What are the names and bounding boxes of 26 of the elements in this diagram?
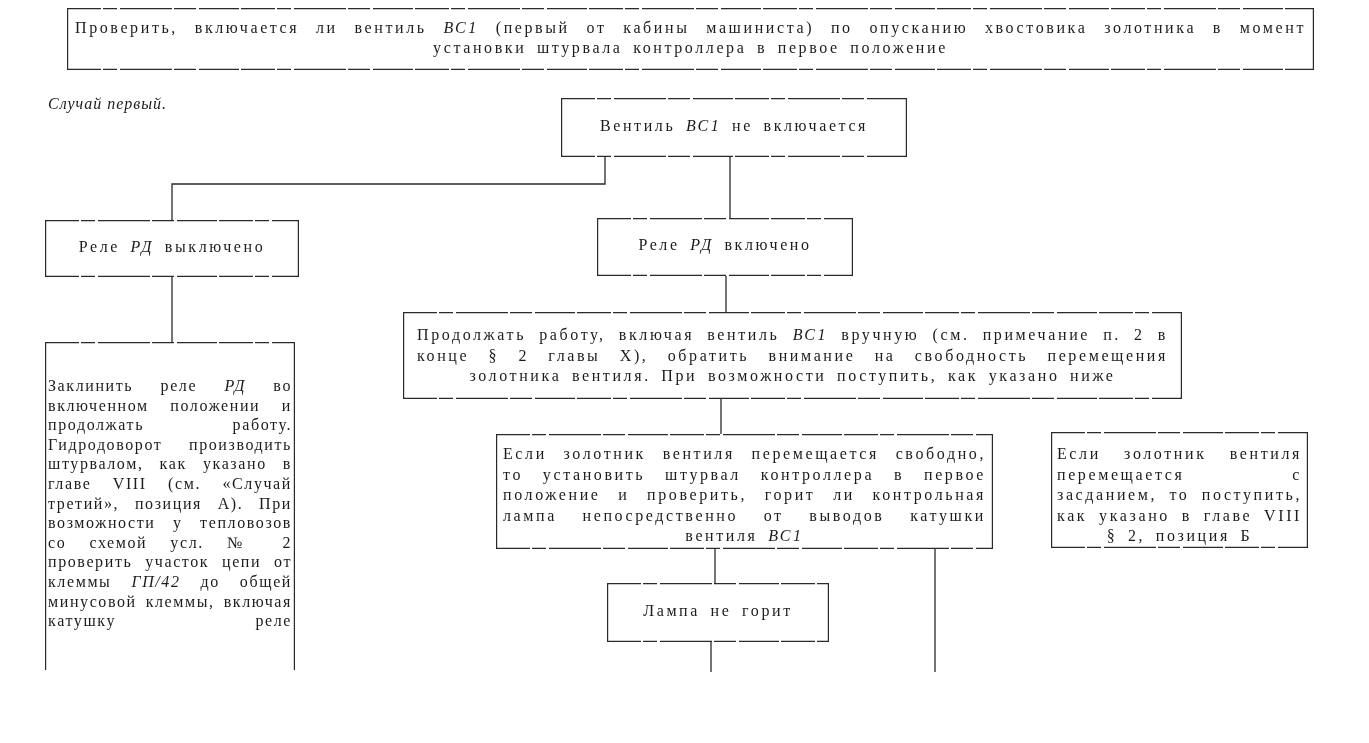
process-box xyxy=(561,98,907,157)
process-box xyxy=(45,220,299,277)
box-text: Если золотник вентиля перемещается свободно, то установить штурвал контроллера в первое положение и проверить, горит ли контрольная лампа непосредственно от выводов катушки вентиля ВС1 xyxy=(503,444,986,546)
case-heading: Случай первый. xyxy=(48,95,168,113)
connector-line xyxy=(720,398,722,435)
box-text: Проверить, включается ли вентиль ВС1 (первый от кабины машиниста) по опусканию хвостовика золотника в момент установки штурвала контроллера в первое положение xyxy=(75,18,1306,58)
box-text: Вентиль ВС1 не включается xyxy=(599,116,869,136)
connector-line xyxy=(710,641,712,673)
process-box xyxy=(1051,432,1308,548)
box-text: Реле РД выключено xyxy=(78,237,266,257)
connector-line xyxy=(714,548,716,584)
connector-line xyxy=(934,548,936,673)
box-text: Лампа не горит xyxy=(643,601,793,621)
connector-line xyxy=(729,156,731,219)
process-box xyxy=(607,583,829,642)
box-text: Если золотник вентиля перемещается с засданием, то поступить, как указано в главе VIII § 2, позиция Б xyxy=(1057,444,1302,547)
box-text: Заклинить реле РД во включенном положении и продолжать работу. Гидродоворот производить штурвалом, как указано в главе VIII (см. «Случай третий», позиция А). При возможности у тепловозов со схемой усл. № 2 проверить участок цепи от клеммы ГП/42 до общей минусовой клеммы, включая катушку реле xyxy=(48,376,292,631)
process-box xyxy=(403,312,1182,399)
connector-line xyxy=(725,275,727,313)
connector-line xyxy=(171,276,173,343)
process-box xyxy=(67,8,1314,70)
process-box xyxy=(45,342,295,670)
box-text: Продолжать работу, включая вентиль ВС1 вручную (см. примечание п. 2 в конце § 2 главы X), обратить внимание на свободность перемещения золотника вентиля. При возможности поступить, как указано ниже xyxy=(417,325,1168,387)
connector-line xyxy=(171,156,606,221)
process-box xyxy=(597,218,853,276)
box-text: Реле РД включено xyxy=(638,235,812,255)
